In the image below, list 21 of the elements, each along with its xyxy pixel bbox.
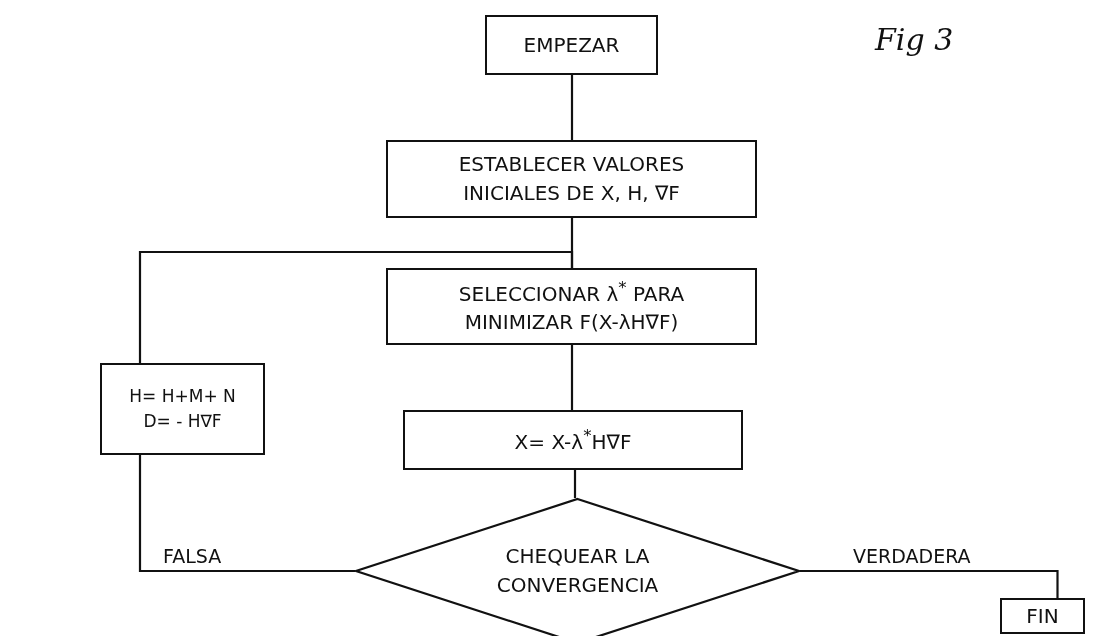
connector-line	[573, 470, 577, 498]
connector-line	[800, 569, 1059, 598]
node-text: FIN	[1026, 602, 1059, 630]
node-text: SELECCIONAR λ$^{*}$ PARA MINIMIZAR F(X-λH∇F)	[457, 276, 686, 337]
process-box	[1000, 598, 1085, 634]
connector-line	[138, 250, 574, 363]
figure-label: Fig 3	[875, 22, 954, 57]
process-box	[386, 140, 757, 218]
decision-diamond	[355, 498, 800, 636]
process-box	[100, 363, 265, 455]
node-text: H= H+M+ N D= - H∇F	[128, 385, 237, 433]
process-box	[485, 15, 658, 75]
node-text: EMPEZAR	[523, 31, 620, 59]
node-text: ESTABLECER VALORES INICIALES DE X, H, ∇F	[457, 151, 686, 207]
connector-line	[570, 345, 574, 410]
process-box	[403, 410, 743, 470]
process-box	[386, 268, 757, 345]
node-text: CHEQUEAR LA CONVERGENCIA	[495, 543, 660, 599]
node-text: X= X-λ$^{*}$H∇F	[514, 424, 632, 456]
connector-line	[138, 455, 355, 573]
connector-line	[570, 75, 574, 140]
